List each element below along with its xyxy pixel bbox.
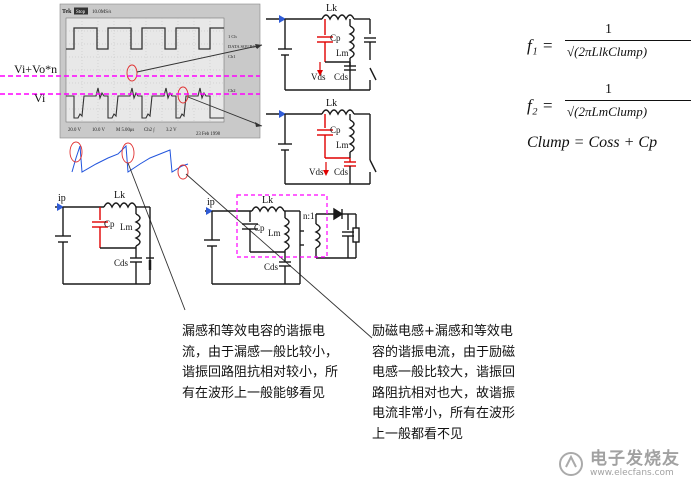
label-lm: Lm: [268, 228, 281, 238]
scope-bottom-readout: 10.0 V: [92, 128, 106, 133]
highlight-ellipse: [126, 64, 138, 82]
formula-f1-denominator: √(2πLlkClump): [567, 44, 648, 59]
pointer-line: [136, 44, 263, 73]
label-lk: Lk: [262, 195, 273, 206]
label-vi: Vi: [34, 91, 46, 105]
current-waveform: [69, 141, 189, 180]
scope-side-readout: 1 Ch: [228, 34, 237, 39]
label-cp: Cp: [254, 223, 265, 233]
label-ip: ip: [207, 197, 215, 208]
circuit-mid-right: [266, 109, 377, 185]
label-vds: Vds: [309, 167, 324, 177]
label-lk: Lk: [326, 3, 337, 14]
label-lm: Lm: [336, 140, 349, 150]
formula-f2-lhs: f₂ =: [527, 96, 554, 115]
formula-f1-lhs: f₁ =: [527, 36, 554, 55]
label-lk: Lk: [326, 98, 337, 109]
label-cds: Cds: [264, 262, 279, 272]
label-lm: Lm: [336, 48, 349, 58]
label-lk: Lk: [114, 190, 125, 201]
scope-mode: Stop: [76, 10, 86, 15]
circuit-bottom-mid: [204, 206, 360, 285]
label-ip: ip: [58, 193, 66, 204]
magnetizing-branch-box: [236, 194, 328, 258]
circuit-bottom-left: [55, 202, 154, 285]
note-magnetizing-resonance: 励磁电感+漏感和等效电容的谐振电流，由于励磁电感一般比较大，谐振回路阻抗相对也大…: [372, 324, 516, 442]
label-turns-ratio: n:1: [303, 211, 315, 221]
label-lm: Lm: [120, 222, 133, 232]
watermark-url: www.elecfans.com: [590, 467, 674, 478]
label-cds: Cds: [334, 72, 349, 82]
label-cp: Cp: [330, 125, 341, 135]
circuit-top-right: [266, 14, 377, 91]
formula-f1-numerator: 1: [605, 22, 612, 37]
pointer-line-note1: [127, 162, 186, 311]
oscilloscope-capture: Tek Stop 10.0MS/s 1 Ch DATA SOURCE Ch1 C…: [59, 3, 261, 139]
scope-side-readout: Ch2: [228, 88, 236, 93]
note-leakage-resonance: 漏感和等效电容的谐振电流，由于漏感一般比较小，谐振回路阻抗相对较小，所有在波形上…: [182, 324, 339, 401]
current-trace: [71, 144, 189, 173]
circuit-bottom-mid-labels: ip Lk Cp Lm Cds n:1: [207, 195, 315, 272]
formula-f2-denominator: √(2πLmClump): [567, 104, 648, 119]
circuit-bottom-left-labels: ip Lk Cp Lm Cds: [58, 190, 133, 268]
label-cds: Cds: [334, 167, 349, 177]
highlight-ellipse: [177, 86, 189, 104]
scope-bottom-readout: 23 Feb 1998: [196, 132, 221, 137]
scope-bottom-readout: 3.2 V: [166, 128, 177, 133]
formula-f1: f₁ = 1 √(2πLlkClump): [527, 22, 691, 70]
scope-brand: Tek: [62, 9, 72, 15]
scope-bottom-readout: M 5.00μs: [116, 128, 134, 133]
highlight-ellipse: [69, 141, 83, 163]
label-cp: Cp: [330, 33, 341, 43]
fraction-bar: [565, 100, 691, 101]
circuit-mid-right-labels: Lk Cp Lm Vds Cds: [309, 98, 349, 177]
circuit-top-right-labels: Lk Cp Lm Vds Cds: [311, 3, 349, 82]
label-cds: Cds: [114, 258, 129, 268]
pointer-line: [187, 96, 263, 127]
formula-f2: f₂ = 1 √(2πLmClump): [527, 82, 691, 130]
label-cp: Cp: [104, 219, 115, 229]
label-vds: Vds: [311, 72, 326, 82]
watermark-logo-icon: [559, 452, 583, 477]
scope-trace-upper: [66, 27, 224, 50]
highlight-ellipse: [121, 142, 135, 164]
pointer-line-note2: [185, 173, 373, 339]
scope-side-readout: DATA SOURCE: [228, 44, 259, 49]
scope-bottom-readout: Ch2 ∫: [144, 127, 155, 133]
scope-side-readout: Ch1: [228, 54, 236, 59]
highlight-ellipse: [177, 164, 189, 180]
scope-bottom-readout: 20.0 V: [68, 128, 82, 133]
watermark: 电子发烧友 www.elecfans.com: [558, 448, 680, 478]
formula-f2-numerator: 1: [605, 82, 612, 97]
scope-header-readout: 10.0MS/s: [92, 10, 111, 15]
label-vi-vo-n: Vi+Vo*n: [14, 62, 57, 76]
fraction-bar: [565, 40, 691, 41]
formula-clump: Clump = Coss + Cp: [527, 134, 658, 151]
watermark-text: 电子发烧友: [590, 448, 680, 469]
